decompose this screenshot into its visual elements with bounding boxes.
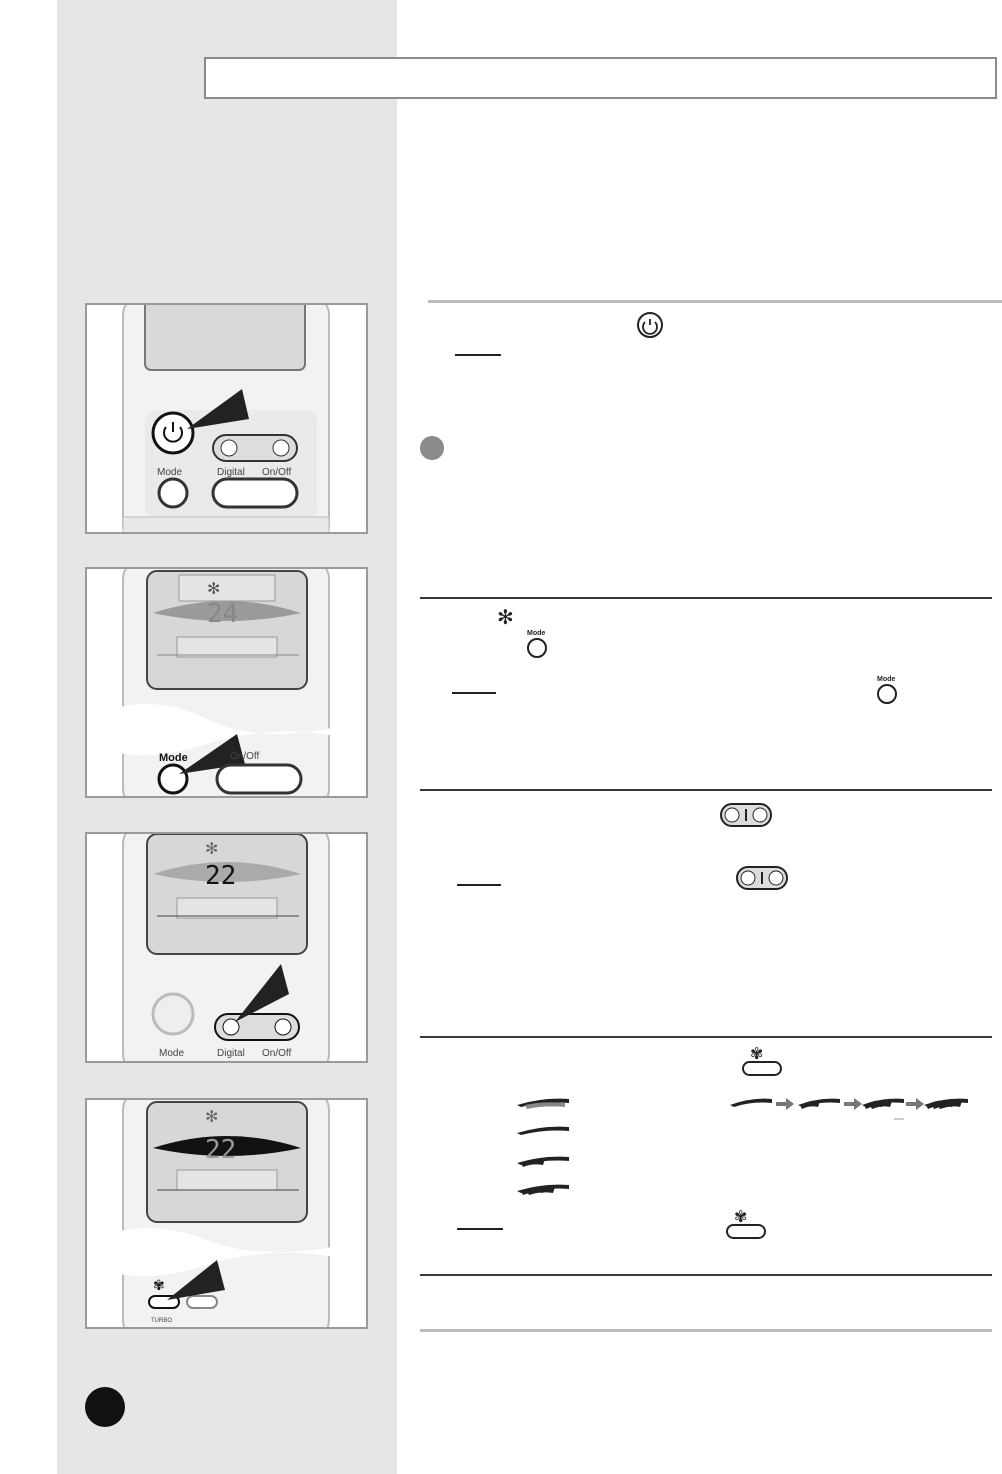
temp-updown-button-icon <box>736 866 788 890</box>
svg-text:Mode: Mode <box>159 752 188 764</box>
mode-label: Mode <box>157 467 182 478</box>
digital-label: Digital <box>217 467 245 478</box>
svg-text:Digital: Digital <box>217 1048 245 1059</box>
section-top-rule <box>428 300 1002 303</box>
temp-display-22: 22 <box>205 861 236 891</box>
section-rule-4 <box>420 1036 992 1038</box>
note-underline-4 <box>457 1228 503 1230</box>
fan-icon: ✾ <box>153 1278 165 1294</box>
page-number-dot <box>85 1387 125 1427</box>
note-underline-3 <box>457 884 501 886</box>
section-rule-2 <box>420 597 992 599</box>
fan-button-icon: ✾ <box>742 1044 782 1076</box>
note-underline-1 <box>455 354 501 356</box>
remote-panel-power: Mode Digital On/Off <box>85 303 368 534</box>
fan-button-icon: ✾ <box>726 1207 766 1239</box>
temp-display-24: 24 <box>207 599 238 629</box>
remote-panel-fan: ✻ 22 ✾ TURBO <box>85 1098 368 1329</box>
svg-text:✾: ✾ <box>750 1044 763 1063</box>
mode-button-icon <box>157 763 189 795</box>
power-button-icon <box>637 312 663 338</box>
onoff-label: On/Off <box>262 467 291 478</box>
svg-text:Mode: Mode <box>159 1048 184 1059</box>
section-rule-5 <box>420 1274 992 1276</box>
section-bullet <box>420 436 444 460</box>
power-button-icon <box>151 411 195 455</box>
remote-panel-temp: ✻ 22 Mode Digital On/Off <box>85 832 368 1063</box>
svg-text:✾: ✾ <box>734 1207 747 1226</box>
temp-updown-button-icon <box>720 803 772 827</box>
mode-button-icon: Mode <box>527 630 547 658</box>
remote-panel-mode: ✻ 24 Mode On/Off <box>85 567 368 798</box>
snowflake-icon: ✻ <box>205 1107 218 1126</box>
svg-text:✻: ✻ <box>497 606 514 628</box>
mode-button-icon: Mode <box>877 676 897 704</box>
svg-text:On/Off: On/Off <box>262 1048 291 1059</box>
svg-text:Mode: Mode <box>527 630 545 637</box>
section-rule-3 <box>420 789 992 791</box>
svg-text:Mode: Mode <box>877 676 895 683</box>
fan-speed-sequence <box>730 1098 968 1120</box>
temp-display-22-dim: 22 <box>205 1135 236 1165</box>
snowflake-icon: ✻ <box>497 606 514 628</box>
snowflake-icon: ✻ <box>205 839 218 858</box>
svg-text:On/Off: On/Off <box>230 751 259 762</box>
svg-text:TURBO: TURBO <box>151 1318 172 1324</box>
page-title-box <box>204 57 997 99</box>
fan-speed-icons <box>517 1098 569 1195</box>
section-bottom-rule <box>420 1329 992 1332</box>
note-underline-2 <box>452 692 496 694</box>
snowflake-icon: ✻ <box>207 579 220 598</box>
